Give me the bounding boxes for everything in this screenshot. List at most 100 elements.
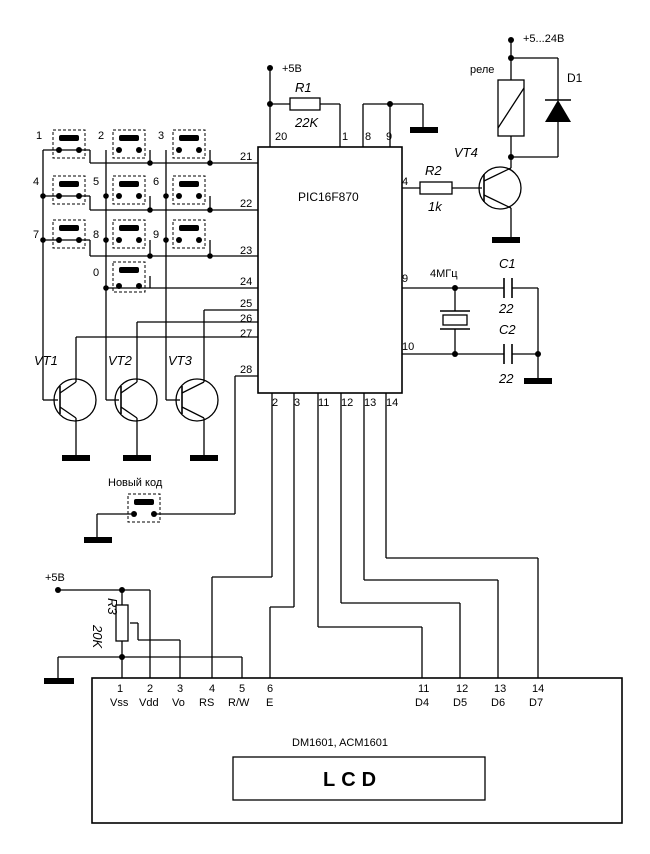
new-code-button[interactable]: Новый код xyxy=(84,375,258,543)
lcd-bus-wiring xyxy=(211,393,539,678)
oscillator-circuit: 4МГц C1 22 C2 22 xyxy=(402,256,552,386)
lcd-pin-11-num: 11 xyxy=(418,683,429,695)
lcd-pin-rs: RS xyxy=(199,697,214,709)
pin-23-label: 23 xyxy=(240,245,252,257)
lcd-screen xyxy=(232,756,486,801)
vt3-transistor: VT3 xyxy=(166,309,258,461)
vt4-transistor: VT4 xyxy=(454,145,522,243)
lcd-pin-6-num: 6 xyxy=(267,683,273,695)
lcd-pin-rw: R/W xyxy=(228,697,250,709)
key-9-label: 9 xyxy=(153,229,159,241)
lcd-pin-d7: D7 xyxy=(529,697,543,709)
lcd-pin-12-num: 12 xyxy=(456,683,468,695)
pin-20-label: 20 xyxy=(275,131,287,143)
lcd-pin-vdd: Vdd xyxy=(139,697,159,709)
lcd-power-circuit: +5В R3 20K xyxy=(44,572,243,684)
pin-28-label: 28 xyxy=(240,364,252,376)
lcd-pin-d5: D5 xyxy=(453,697,467,709)
lcd-screen-label: LCD xyxy=(323,769,382,791)
pin-12-label: 12 xyxy=(341,397,353,409)
pin-1-label: 1 xyxy=(342,131,348,143)
lcd-pin-vss: Vss xyxy=(110,697,129,709)
pin-27-label: 27 xyxy=(240,328,252,340)
vt3-label: VT3 xyxy=(168,353,193,368)
lcd-pin-e: E xyxy=(266,697,273,709)
pin-13-label: 13 xyxy=(364,397,376,409)
r2-name: R2 xyxy=(425,163,442,178)
key-4-label: 4 xyxy=(33,176,39,188)
key-0[interactable]: 0 xyxy=(93,261,146,293)
mcu-pic16f870: PIC16F870 20 1 8 9 21 22 23 24 25 26 27 … xyxy=(240,131,414,409)
keypad-matrix xyxy=(40,149,258,400)
pin-25-label: 25 xyxy=(240,298,252,310)
key-5-label: 5 xyxy=(93,176,99,188)
supply-5v-main: +5В xyxy=(267,63,302,147)
key-1[interactable]: 1 xyxy=(36,129,86,159)
lcd-pin-5-num: 5 xyxy=(239,683,245,695)
key-0-label: 0 xyxy=(93,267,99,279)
pin-21-label: 21 xyxy=(240,151,252,163)
key-8[interactable]: 8 xyxy=(93,219,146,249)
pin-22-label: 22 xyxy=(240,198,252,210)
pin-4-label: 4 xyxy=(402,176,408,188)
pin-3-label: 3 xyxy=(294,397,300,409)
ground-symbol xyxy=(410,127,438,133)
lcd-pin-3-num: 3 xyxy=(177,683,183,695)
resistor-r2: R2 1k xyxy=(402,163,482,214)
key-2-label: 2 xyxy=(98,130,104,142)
pin-11-label: 11 xyxy=(318,397,329,409)
lcd-module: 1 2 3 4 5 6 11 12 13 14 Vss Vdd Vo RS R/… xyxy=(91,677,623,824)
key-4[interactable]: 4 xyxy=(33,175,86,205)
lcd-pin-d4: D4 xyxy=(415,697,429,709)
supply-label: +5В xyxy=(282,63,302,75)
relay-label: реле xyxy=(470,64,494,76)
pin-9-label: 9 xyxy=(402,273,408,285)
c1-name: C1 xyxy=(499,256,516,271)
key-7-label: 7 xyxy=(33,229,39,241)
r3-name: R3 xyxy=(105,598,120,615)
pin-26-label: 26 xyxy=(240,313,252,325)
key-9[interactable]: 9 xyxy=(153,219,206,249)
lcd-pin-14-num: 14 xyxy=(532,683,544,695)
r1-value: 22K xyxy=(294,115,319,130)
d1-diode xyxy=(545,100,571,122)
pin-8-label: 8 xyxy=(365,131,371,143)
lcd-pin-vo: Vo xyxy=(172,697,185,709)
lcd-pin-d6: D6 xyxy=(491,697,505,709)
vt1-transistor: VT1 xyxy=(34,336,258,461)
lcd-supply-label: +5В xyxy=(45,572,65,584)
c2-value: 22 xyxy=(498,371,514,386)
crystal xyxy=(442,314,468,326)
relay-circuit: +5...24В реле D1 xyxy=(470,33,583,165)
lcd-pin-4-num: 4 xyxy=(209,683,215,695)
pins-8-9-ground xyxy=(362,101,438,147)
key-7[interactable]: 7 xyxy=(33,219,86,249)
c1-value: 22 xyxy=(498,301,514,316)
key-3[interactable]: 3 xyxy=(158,129,206,159)
r2-value: 1k xyxy=(428,199,443,214)
vt4-label: VT4 xyxy=(454,145,478,160)
r3-value: 20K xyxy=(90,624,105,649)
relay-supply-label: +5...24В xyxy=(523,33,564,45)
pin-10-label: 10 xyxy=(402,341,414,353)
resistor-r1: R1 22K xyxy=(270,80,341,147)
vt2-label: VT2 xyxy=(108,353,133,368)
lcd-pin-13-num: 13 xyxy=(494,683,506,695)
key-8-label: 8 xyxy=(93,229,99,241)
lcd-pin-1-num: 1 xyxy=(117,683,123,695)
pin-2-label: 2 xyxy=(272,397,278,409)
key-6[interactable]: 6 xyxy=(153,175,206,205)
key-1-label: 1 xyxy=(36,130,42,142)
key-5[interactable]: 5 xyxy=(93,175,146,205)
new-code-label: Новый код xyxy=(108,477,163,489)
vt2-transistor: VT2 xyxy=(106,321,258,461)
r1-name: R1 xyxy=(295,80,312,95)
key-6-label: 6 xyxy=(153,176,159,188)
vt1-label: VT1 xyxy=(34,353,58,368)
key-2[interactable]: 2 xyxy=(98,129,146,159)
crystal-label: 4МГц xyxy=(430,268,458,280)
c2-name: C2 xyxy=(499,322,516,337)
pin-14-label: 14 xyxy=(386,397,398,409)
pin-24-label: 24 xyxy=(240,276,252,288)
